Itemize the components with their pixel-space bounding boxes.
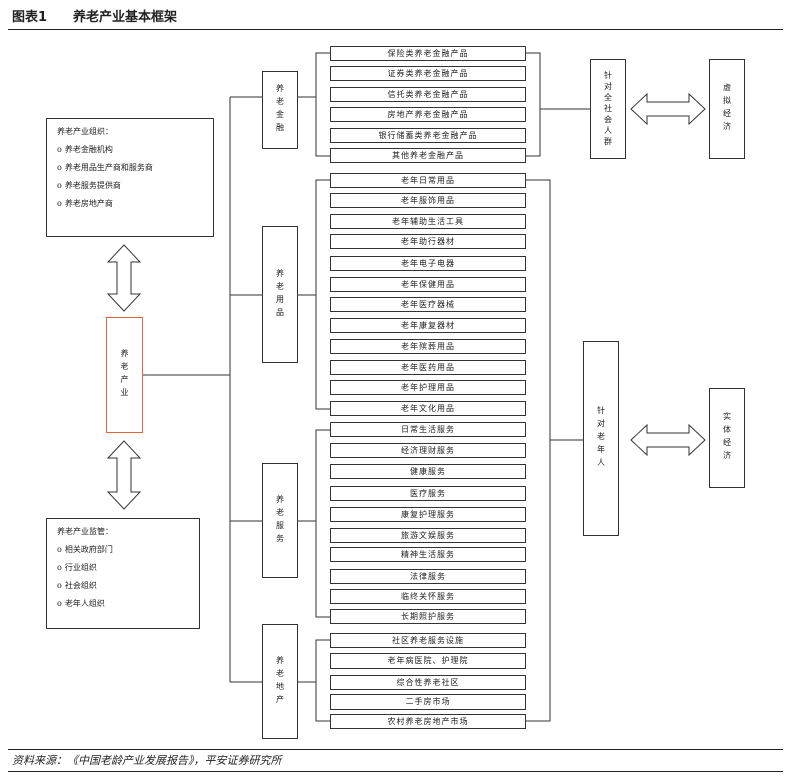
service-item: 健康服务	[330, 464, 526, 479]
category-label: 养老服务	[275, 494, 285, 547]
product-item: 老年保健用品	[330, 277, 526, 292]
double-arrow-down-icon	[106, 440, 142, 510]
product-item: 老年殡葬用品	[330, 339, 526, 354]
organization-item: 养老金融机构	[57, 141, 203, 159]
product-item: 老年日常用品	[330, 173, 526, 188]
service-item: 日常生活服务	[330, 422, 526, 437]
source-note: 资料来源：《中国老龄产业发展报告》，平安证券研究所	[12, 754, 282, 767]
real-estate-item: 二手房市场	[330, 694, 526, 710]
product-item: 老年助行器材	[330, 234, 526, 249]
core-industry-box: 养老产业	[106, 317, 143, 433]
organization-item: 养老房地产商	[57, 195, 203, 213]
service-item: 精神生活服务	[330, 547, 526, 562]
finance-item: 证券类养老金融产品	[330, 66, 526, 81]
product-item: 老年服饰用品	[330, 193, 526, 208]
double-arrow-up-icon	[106, 244, 142, 312]
product-item: 老年医疗器械	[330, 297, 526, 312]
product-item: 老年医药用品	[330, 360, 526, 375]
double-arrow-virtual-icon	[630, 93, 706, 125]
product-item: 老年护理用品	[330, 380, 526, 395]
service-item: 康复护理服务	[330, 507, 526, 522]
finance-item: 其他养老金融产品	[330, 148, 526, 163]
finance-item: 银行储蓄类养老金融产品	[330, 128, 526, 143]
category-products: 养老用品	[262, 226, 298, 363]
service-item: 旅游文娱服务	[330, 528, 526, 543]
figure-title: 图表1 养老产业基本框架	[12, 6, 177, 25]
title-bar	[8, 4, 783, 30]
real-estate-item: 综合性养老社区	[330, 675, 526, 690]
figure-number: 图表1	[12, 10, 48, 25]
regulation-title: 养老产业监管：	[57, 527, 113, 536]
regulation-box: 养老产业监管： 相关政府部门 行业组织 社会组织 老年人组织	[46, 518, 200, 629]
service-item: 临终关怀服务	[330, 589, 526, 604]
service-item: 法律服务	[330, 569, 526, 584]
real-estate-item: 老年病医院、护理院	[330, 653, 526, 669]
category-label: 养老用品	[275, 268, 285, 321]
footer-rule-top	[8, 749, 783, 750]
category-finance: 养老金融	[262, 71, 298, 149]
real-estate-item: 社区养老服务设施	[330, 633, 526, 648]
regulation-item: 相关政府部门	[57, 541, 189, 559]
service-item: 医疗服务	[330, 486, 526, 501]
target-society-box: 针对全社会人群	[590, 59, 626, 159]
product-item: 老年电子电器	[330, 256, 526, 271]
virtual-economy-box: 虚拟经济	[709, 59, 745, 159]
core-industry-label: 养老产业	[120, 349, 129, 401]
organization-box: 养老产业组织： 养老金融机构 养老用品生产商和服务商 养老服务提供商 养老房地产…	[46, 118, 214, 237]
finance-item: 保险类养老金融产品	[330, 46, 526, 61]
service-item: 长期照护服务	[330, 609, 526, 624]
regulation-item: 老年人组织	[57, 595, 189, 613]
virtual-economy-label: 虚拟经济	[722, 83, 732, 135]
category-services: 养老服务	[262, 463, 298, 578]
product-item: 老年辅助生活工具	[330, 214, 526, 229]
target-elderly-box: 针对老年人	[583, 341, 619, 536]
category-label: 养老金融	[275, 84, 285, 136]
real-economy-label: 实体经济	[722, 412, 732, 464]
product-item: 老年康复器材	[330, 318, 526, 333]
double-arrow-real-icon	[630, 424, 706, 456]
finance-item: 信托类养老金融产品	[330, 87, 526, 102]
regulation-item: 社会组织	[57, 577, 189, 595]
target-elderly-label: 针对老年人	[596, 406, 606, 471]
real-estate-item: 农村养老房地产市场	[330, 714, 526, 729]
figure-title-text: 养老产业基本框架	[73, 10, 178, 25]
real-economy-box: 实体经济	[709, 388, 745, 488]
service-item: 经济理财服务	[330, 443, 526, 458]
product-item: 老年文化用品	[330, 401, 526, 416]
organization-title: 养老产业组织：	[57, 127, 113, 136]
category-real-estate: 养老地产	[262, 624, 298, 739]
finance-item: 房地产养老金融产品	[330, 107, 526, 122]
regulation-item: 行业组织	[57, 559, 189, 577]
organization-item: 养老用品生产商和服务商	[57, 159, 203, 177]
category-label: 养老地产	[275, 655, 285, 708]
target-society-label: 针对全社会人群	[603, 70, 613, 148]
footer-rule-bottom	[8, 771, 783, 772]
organization-item: 养老服务提供商	[57, 177, 203, 195]
